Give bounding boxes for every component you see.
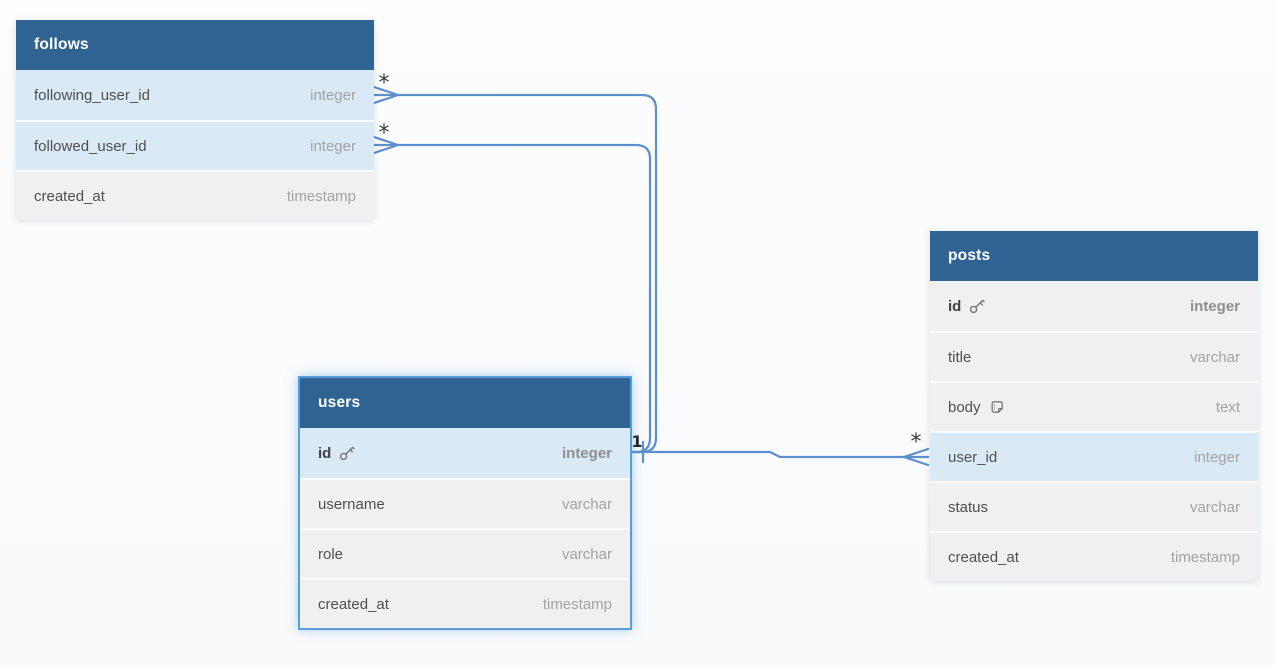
note-icon: [989, 399, 1005, 415]
field-row-status[interactable]: status varchar: [930, 481, 1258, 531]
table-name: follows: [34, 36, 89, 53]
field-row-title[interactable]: title varchar: [930, 331, 1258, 381]
table-name: posts: [948, 247, 991, 264]
field-name: following_user_id: [34, 86, 150, 104]
field-type: timestamp: [542, 595, 612, 613]
field-type: integer: [561, 444, 612, 462]
field-row-username[interactable]: username varchar: [300, 478, 630, 528]
field-type: integer: [1194, 448, 1240, 466]
table-follows-header[interactable]: follows: [16, 20, 374, 70]
field-type: varchar: [561, 545, 612, 563]
key-icon: [339, 445, 356, 461]
field-name: id: [318, 444, 332, 462]
field-row-created-at[interactable]: created_at timestamp: [16, 170, 374, 220]
field-row-id[interactable]: id integer: [300, 428, 630, 478]
table-posts[interactable]: posts id integer title varchar body: [930, 231, 1258, 581]
field-row-created-at[interactable]: created_at timestamp: [930, 531, 1258, 581]
table-users[interactable]: users id integer username varchar role v…: [298, 376, 632, 630]
table-follows[interactable]: follows following_user_id integer follow…: [16, 20, 374, 220]
cardinality-one-label: 1: [631, 432, 642, 451]
table-posts-header[interactable]: posts: [930, 231, 1258, 281]
key-icon: [969, 298, 986, 314]
field-type: integer: [1189, 297, 1240, 315]
field-row-followed-user-id[interactable]: followed_user_id integer: [16, 120, 374, 170]
field-name: username: [318, 495, 385, 513]
cardinality-many-label: *: [379, 71, 390, 96]
field-name: created_at: [948, 548, 1019, 566]
field-type: varchar: [1189, 348, 1240, 366]
field-name: followed_user_id: [34, 137, 147, 155]
field-type: timestamp: [286, 187, 356, 205]
field-name: user_id: [948, 448, 998, 466]
table-name: users: [318, 394, 361, 411]
field-name: body: [948, 398, 981, 416]
field-name: title: [948, 348, 972, 366]
field-type: text: [1215, 398, 1240, 416]
field-row-body[interactable]: body text: [930, 381, 1258, 431]
field-type: timestamp: [1170, 548, 1240, 566]
field-name: status: [948, 498, 989, 516]
table-users-header[interactable]: users: [300, 378, 630, 428]
field-row-role[interactable]: role varchar: [300, 528, 630, 578]
field-name: created_at: [318, 595, 389, 613]
cardinality-many-label: *: [379, 121, 390, 146]
field-type: varchar: [561, 495, 612, 513]
field-type: integer: [310, 86, 356, 104]
field-type: integer: [310, 137, 356, 155]
field-row-created-at[interactable]: created_at timestamp: [300, 578, 630, 628]
field-name: role: [318, 545, 344, 563]
cardinality-many-label: *: [911, 430, 922, 455]
relationship-users-id-posts-user-id[interactable]: [630, 440, 930, 467]
field-row-user-id[interactable]: user_id integer: [930, 431, 1258, 481]
field-row-id[interactable]: id integer: [930, 281, 1258, 331]
field-type: varchar: [1189, 498, 1240, 516]
field-row-following-user-id[interactable]: following_user_id integer: [16, 70, 374, 120]
field-name: id: [948, 297, 962, 315]
field-name: created_at: [34, 187, 105, 205]
